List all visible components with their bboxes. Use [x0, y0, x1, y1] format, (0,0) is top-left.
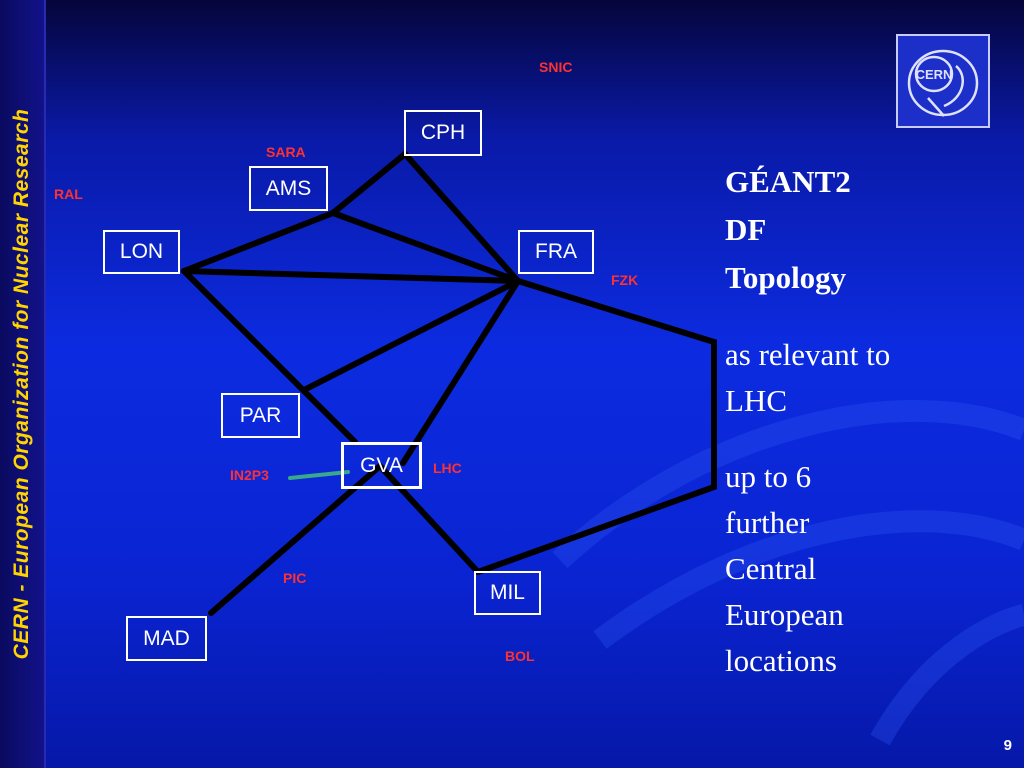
link-gva-mad — [208, 463, 383, 616]
link-cph-fra — [402, 151, 521, 284]
link-fra-par — [303, 278, 521, 392]
paragraph-line: locations — [725, 643, 837, 678]
site-label-bol: BOL — [505, 648, 535, 664]
paragraph-locations: up to 6 further Central European locatio… — [725, 454, 965, 684]
heading-line: Topology — [725, 260, 847, 295]
paragraph-line: Central — [725, 551, 817, 586]
sidebar: CERN - European Organization for Nuclear… — [0, 0, 46, 768]
node-lon: LON — [103, 230, 180, 274]
site-label-ral: RAL — [54, 186, 83, 202]
page-number: 9 — [1003, 737, 1012, 754]
paragraph-line: as relevant to — [725, 337, 891, 372]
cern-logo: CERN — [896, 34, 990, 128]
link-ams-fra — [330, 210, 521, 284]
node-gva: GVA — [341, 442, 422, 489]
site-label-snic: SNIC — [539, 59, 573, 75]
node-mil: MIL — [474, 571, 541, 615]
link-cph-ams — [330, 151, 408, 216]
slide-text: GÉANT2 DF Topology as relevant to LHC up… — [725, 158, 965, 684]
link-lon-fra — [181, 268, 521, 284]
site-label-in2p3: IN2P3 — [230, 467, 269, 483]
link-fra-gva — [400, 278, 521, 466]
heading-line: DF — [725, 212, 767, 247]
link-ams-lon — [181, 210, 336, 274]
node-ams: AMS — [249, 166, 328, 211]
cern-logo-text: CERN — [916, 67, 953, 82]
paragraph-line: further — [725, 505, 810, 540]
site-label-lhc: LHC — [433, 460, 462, 476]
paragraph-line: up to 6 — [725, 459, 812, 494]
paragraph-line: European — [725, 597, 844, 632]
link-fra-mil — [475, 278, 717, 575]
node-cph: CPH — [404, 110, 482, 156]
node-fra: FRA — [518, 230, 594, 274]
paragraph-lhc: as relevant to LHC — [725, 332, 965, 424]
paragraph-line: LHC — [725, 383, 787, 418]
link-lon-gva — [181, 268, 358, 445]
link-gva-in2p3 — [288, 470, 350, 480]
node-mad: MAD — [126, 616, 207, 661]
node-par: PAR — [221, 393, 300, 438]
site-label-pic: PIC — [283, 570, 307, 586]
site-label-sara: SARA — [266, 144, 306, 160]
link-gva-mil — [377, 463, 481, 575]
slide-heading: GÉANT2 DF Topology — [725, 158, 965, 302]
site-label-fzk: FZK — [611, 272, 639, 288]
heading-line: GÉANT2 — [725, 164, 851, 199]
